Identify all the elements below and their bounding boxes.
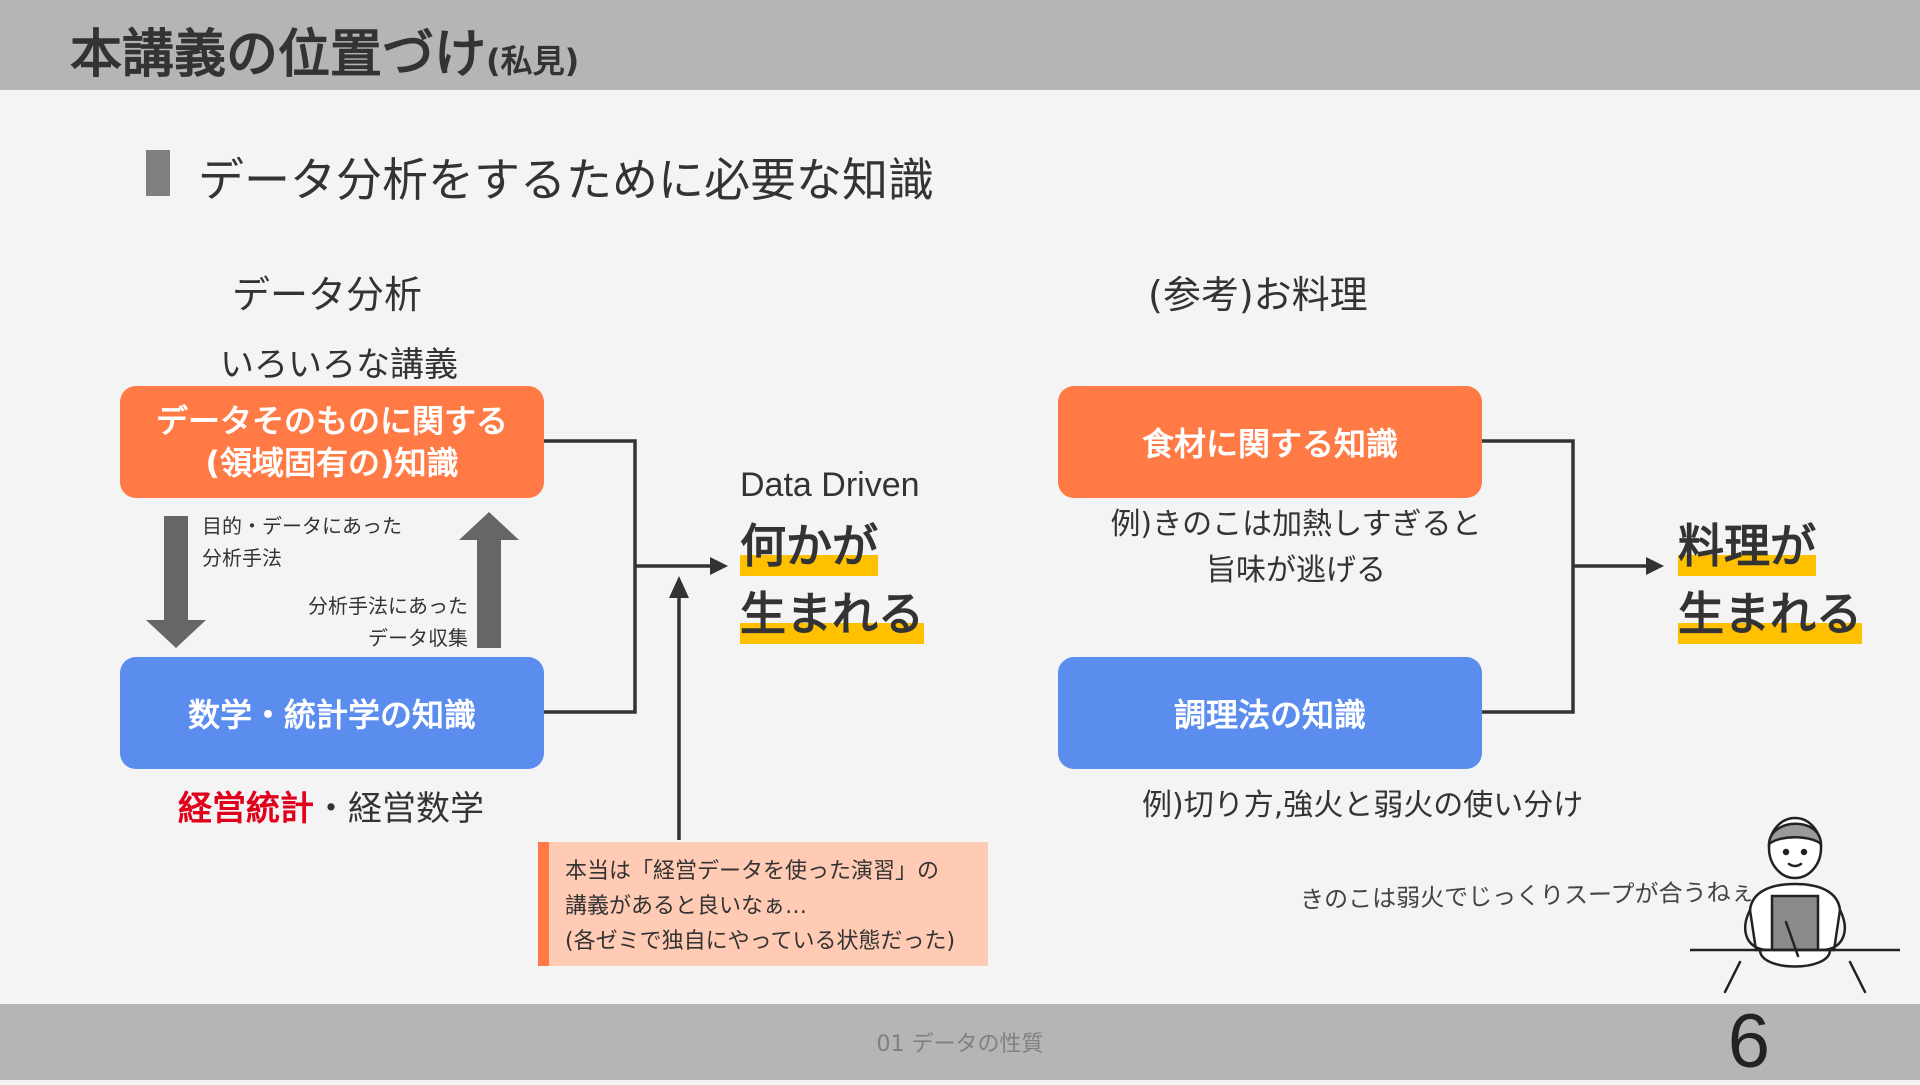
down-arrow-label: 目的・データにあった 分析手法 <box>202 510 402 574</box>
chef-illustration <box>1690 816 1900 994</box>
result-right-line2: 生まれる <box>1678 578 1862 644</box>
up-arrow-icon <box>459 512 519 648</box>
up-arrow-label-line2: データ収集 <box>368 626 468 650</box>
up-arrow-label: 分析手法にあった データ収集 <box>270 590 468 654</box>
course-rest: ・経営数学 <box>314 789 484 829</box>
connector-right-bottom <box>1482 566 1575 714</box>
connector-left-bottom <box>544 566 637 714</box>
arrowhead-right <box>1646 557 1664 575</box>
down-arrow-label-line2: 分析手法 <box>202 546 282 570</box>
section-label: 01 データの性質 <box>876 1032 1044 1057</box>
page-title: 本講義の位置づけ(私見) <box>70 12 579 87</box>
course-names: 経営統計・経営数学 <box>178 781 484 830</box>
left-heading: データ分析 <box>232 273 423 317</box>
domain-knowledge-box: データそのものに関する (領域固有の)知識 <box>120 386 544 498</box>
up-arrow-label-line1: 分析手法にあった <box>308 594 468 618</box>
domain-box-line2: (領域固有の)知識 <box>205 444 459 482</box>
math-statistics-box: 数学・統計学の知識 <box>120 657 544 769</box>
note-callout: 本当は「経営データを使った演習」の 講義があると良いなぁ… (各ゼミで独自にやっ… <box>538 842 988 966</box>
page-title-text: 本講義の位置づけ <box>70 25 487 85</box>
left-caption: いろいろな講義 <box>220 345 458 385</box>
domain-box-line1: データそのものに関する <box>155 402 508 440</box>
header-bar <box>0 0 1920 90</box>
ingredient-knowledge-box: 食材に関する知識 <box>1058 386 1482 498</box>
cooking-method-box: 調理法の知識 <box>1058 657 1482 769</box>
page-title-suffix: (私見) <box>486 42 580 80</box>
subtitle-marker <box>146 150 170 196</box>
connector-right-top <box>1482 439 1575 566</box>
ingredient-example-line2: 旨味が逃げる <box>1206 553 1386 588</box>
result-left-line1: 何かが <box>740 510 878 576</box>
cooking-box-label: 調理法の知識 <box>1173 696 1366 734</box>
ingredient-example-line1: 例)きのこは加熱しすぎると <box>1110 507 1482 542</box>
subtitle: データ分析をするために必要な知識 <box>198 153 934 207</box>
data-driven-label: Data Driven <box>740 466 920 504</box>
arrowhead-note <box>669 576 689 598</box>
arrowhead-left <box>710 557 728 575</box>
right-heading: (参考)お料理 <box>1148 273 1368 317</box>
down-arrow-label-line1: 目的・データにあった <box>202 514 402 538</box>
cooking-example: 例)切り方,強火と弱火の使い分け <box>1142 788 1584 823</box>
ingredient-box-label: 食材に関する知識 <box>1141 425 1398 463</box>
note-line1: 本当は「経営データを使った演習」の <box>565 859 940 884</box>
footer-bar <box>0 1004 1920 1080</box>
ingredient-example: 例)きのこは加熱しすぎると 旨味が逃げる <box>1058 502 1534 594</box>
note-line2: 講義があると良いなぁ… <box>565 894 808 919</box>
down-arrow-icon <box>146 516 206 648</box>
connector-left-top <box>544 439 637 566</box>
note-line3: (各ゼミで独自にやっている状態だった) <box>565 929 956 954</box>
result-left-line2: 生まれる <box>740 578 924 644</box>
page-number: 6 <box>1727 999 1770 1084</box>
course-highlight: 経営統計 <box>178 789 314 829</box>
math-box-label: 数学・統計学の知識 <box>187 696 476 734</box>
result-right-line1: 料理が <box>1678 510 1816 576</box>
